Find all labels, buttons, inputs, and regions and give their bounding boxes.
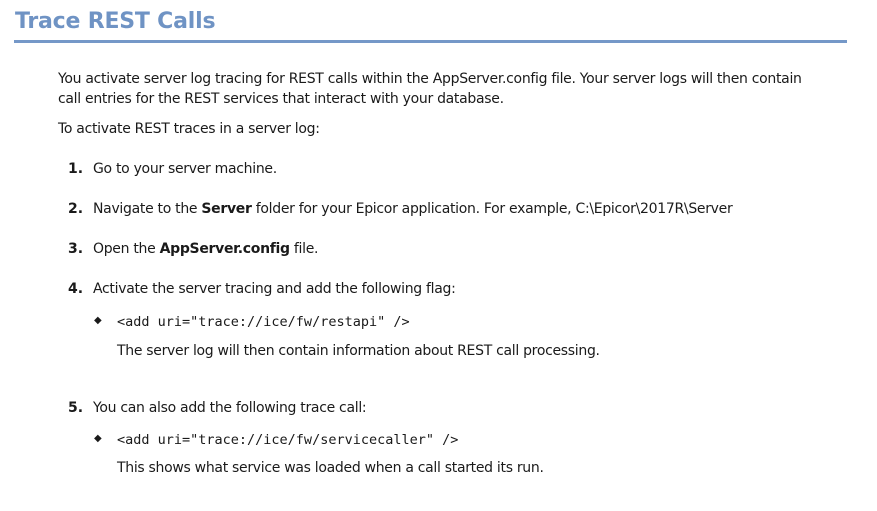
step-text: Go to your server machine. [93,161,277,177]
step-number: 2. [68,201,84,217]
code-snippet: <add uri="trace://ice/fw/servicecaller" … [117,432,459,448]
step-text: Open the AppServer.config file. [93,239,319,259]
step-text: You can also add the following trace cal… [93,400,367,416]
title-underline [14,40,847,43]
step-text: Activate the server tracing and add the … [93,281,456,297]
step-text-post: file. [289,241,319,257]
step-text-pre: Open the [93,241,160,257]
step-number: 5. [68,400,84,416]
code-snippet: <add uri="trace://ice/fw/restapi" /> [117,314,410,330]
step-number: 4. [68,281,84,297]
intro-line-2: call entries for the REST services that … [58,91,504,107]
step-text-pre: Navigate to the [93,201,202,217]
bullet-icon: ◆ [94,433,102,444]
step-note: This shows what service was loaded when … [117,460,544,476]
step-note: The server log will then contain informa… [117,343,600,359]
lead-text: To activate REST traces in a server log: [58,121,320,137]
step-text: Navigate to the Server folder for your E… [93,199,733,219]
step-number: 1. [68,161,84,177]
bullet-icon: ◆ [94,315,102,326]
file-name: AppServer.config [159,241,291,257]
folder-name: Server [201,201,252,217]
page-title: Trace REST Calls [15,9,216,34]
intro-line-1: You activate server log tracing for REST… [58,71,802,87]
step-number: 3. [68,241,84,257]
step-text-post: folder for your Epicor application. For … [251,201,733,217]
